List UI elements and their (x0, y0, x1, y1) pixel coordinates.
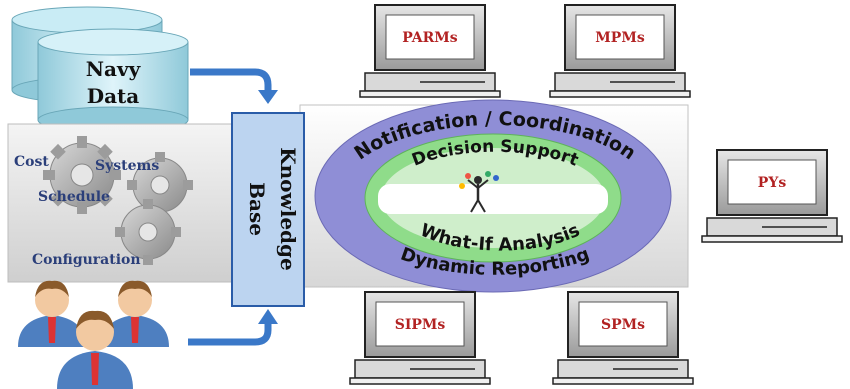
arrow-database-to-kb (190, 68, 272, 92)
computer-label-pys: PYs (758, 175, 787, 191)
label-configuration: Configuration (32, 252, 141, 268)
center-window (378, 184, 608, 214)
label-schedule: Schedule (38, 189, 110, 205)
computer-label-spms: SPMs (601, 317, 645, 333)
arrowhead-database (258, 90, 278, 104)
database-label-line2: Data (87, 84, 140, 108)
label-cost: Cost (14, 154, 49, 170)
label-systems: Systems (95, 158, 159, 174)
arrow-users-to-kb (188, 322, 272, 346)
knowledge-base-line2: Base (245, 182, 269, 236)
computer-label-sipms: SIPMs (395, 317, 446, 333)
database-icon: Navy Data (11, 6, 189, 134)
computer-pys: PYs (701, 149, 843, 243)
juggler-figure-icon (459, 171, 499, 213)
computer-spms: SPMs (552, 291, 694, 385)
knowledge-base-box: Knowledge Base (231, 112, 305, 307)
gear-icon (43, 136, 193, 265)
gear-panel: Cost Systems Schedule Configuration (7, 123, 237, 283)
database-label-line1: Navy (86, 57, 142, 81)
users-icon (18, 280, 169, 389)
knowledge-base-line1: Knowledge (276, 147, 300, 271)
computer-sipms: SIPMs (349, 291, 491, 385)
arrowhead-users (258, 309, 278, 324)
computer-mpms: MPMs (549, 4, 691, 98)
computer-parms: PARMs (359, 4, 501, 98)
computer-label-mpms: MPMs (595, 30, 645, 46)
computer-label-parms: PARMs (402, 30, 458, 46)
